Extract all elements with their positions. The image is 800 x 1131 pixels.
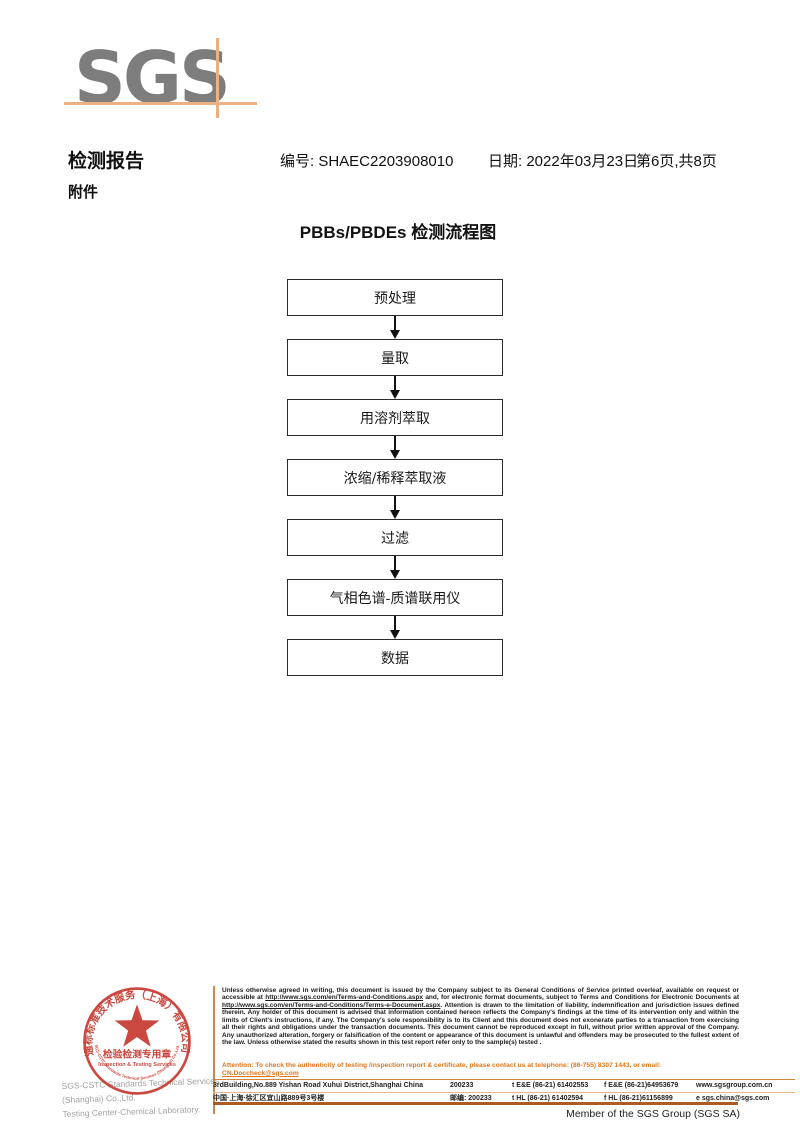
postal-code-chinese: 邮编: 200233	[450, 1095, 492, 1103]
fax-ee: f E&E (86-21)64953679	[604, 1082, 679, 1090]
telephone-ee: t E&E (86-21) 61402553	[512, 1082, 589, 1090]
report-number: 编号: SHAEC2203908010	[280, 153, 454, 170]
seal-star-icon	[114, 1004, 160, 1047]
flow-step-filter: 过滤	[287, 519, 503, 556]
down-arrow-icon	[287, 436, 503, 459]
flowchart: 预处理 量取 用溶剂萃取 浓缩/稀释萃取液 过滤 气相色谱-质谱联用仪 数据	[287, 279, 503, 676]
flow-step-pretreatment: 预处理	[287, 279, 503, 316]
legal-text-part2: and, for electronic format documents, su…	[423, 994, 739, 1002]
footer-vertical-line	[213, 986, 215, 1114]
page-indicator: 第6页,共8页	[636, 153, 717, 170]
terms-e-document-url: http://www.sgs.com/en/Terms-and-Conditio…	[222, 1001, 441, 1009]
terms-url: http://www.sgs.com/en/Terms-and-Conditio…	[265, 994, 424, 1002]
logo-crosshair-vertical-line	[216, 38, 219, 118]
legal-disclaimer: Unless otherwise agreed in writing, this…	[222, 987, 739, 1047]
down-arrow-icon	[287, 556, 503, 579]
contact-email: e sgs.china@sgs.com	[696, 1094, 770, 1102]
down-arrow-icon	[287, 616, 503, 639]
address-english: 3rdBuilding,No.889 Yishan Road Xuhui Dis…	[213, 1082, 424, 1090]
logo-crosshair-horizontal-line	[64, 102, 257, 105]
telephone-hl: t HL (86-21) 61402594	[512, 1094, 584, 1102]
attachment-label: 附件	[68, 184, 99, 201]
footer-horizontal-line	[213, 1102, 738, 1105]
website: www.sgsgroup.com.cn	[696, 1082, 773, 1090]
postal-code: 200233	[450, 1082, 474, 1090]
sgs-member-line: Member of the SGS Group (SGS SA)	[566, 1108, 740, 1120]
down-arrow-icon	[287, 316, 503, 339]
seal-english-text: Inspection & Testing Services	[98, 1062, 176, 1068]
address-chinese: 中国·上海·徐汇区宜山路889号3号楼	[213, 1095, 325, 1103]
report-date: 日期: 2022年03月23日	[488, 153, 639, 170]
legal-text-part3: . Attention is drawn to the limitation o…	[222, 1001, 739, 1047]
flow-step-solvent-extraction: 用溶剂萃取	[287, 399, 503, 436]
address-row-chinese: 中国·上海·徐汇区宜山路889号3号楼 邮编: 200233 t HL (86-…	[213, 1091, 795, 1105]
fax-hl: f HL (86-21)61156899	[604, 1094, 673, 1102]
seal-purpose-text: 检验检测专用章	[103, 1047, 172, 1060]
flowchart-title: PBBs/PBDEs 检测流程图	[299, 223, 497, 242]
flow-step-data: 数据	[287, 639, 503, 676]
address-table: 3rdBuilding,No.889 Yishan Road Xuhui Dis…	[213, 1079, 795, 1104]
flow-step-gcms: 气相色谱-质谱联用仪	[287, 579, 503, 616]
address-row-english: 3rdBuilding,No.889 Yishan Road Xuhui Dis…	[213, 1080, 795, 1092]
attention-note: Attention: To check the authenticity of …	[222, 1062, 739, 1077]
inspection-testing-seal-icon: 通标标准技术服务（上海）有限公司 检验检测专用章 Inspection & Te…	[82, 987, 192, 1095]
report-title: 检测报告	[68, 151, 145, 172]
doccheck-email: CN.Doccheck@sgs.com	[222, 1069, 299, 1077]
down-arrow-icon	[287, 496, 503, 519]
attention-text: Attention: To check the authenticity of …	[222, 1062, 662, 1069]
flow-step-measure: 量取	[287, 339, 503, 376]
flow-step-concentrate-dilute: 浓缩/稀释萃取液	[287, 459, 503, 496]
down-arrow-icon	[287, 376, 503, 399]
legal-text-part1: Unless otherwise agreed in writing, this…	[222, 987, 739, 1002]
